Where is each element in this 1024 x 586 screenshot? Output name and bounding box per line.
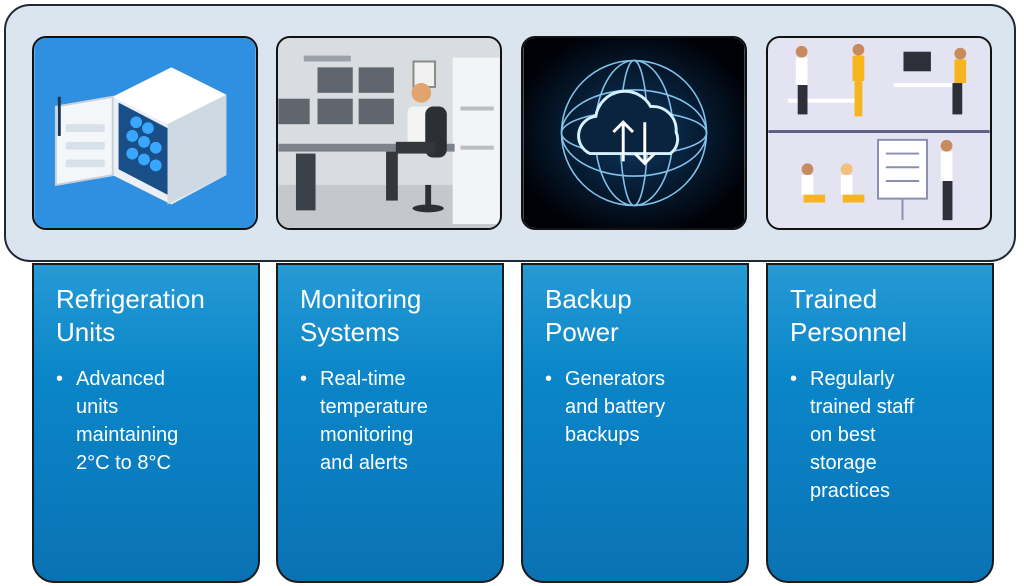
bullet-line: units [76, 396, 119, 418]
team-training-icon [768, 38, 990, 228]
bullet-line: temperature [320, 396, 428, 418]
bullet-line: Generators [565, 368, 666, 390]
card-refrigeration-units: Refrigeration Units Advanced units maint… [32, 263, 260, 583]
card-title-line: Monitoring [300, 284, 422, 314]
card-trained-personnel: Trained Personnel Regularly trained staf… [766, 263, 994, 583]
bullet-line: maintaining [76, 424, 179, 446]
bullet-item: Advanced units maintaining 2°C to 8°C [56, 365, 256, 477]
card-title: Refrigeration Units [56, 283, 256, 349]
bullet-line: Advanced [76, 368, 165, 390]
refrigerator-icon [34, 38, 256, 228]
bullet-line: and battery [565, 396, 666, 418]
card-title: Monitoring Systems [300, 283, 500, 349]
card-title-line: Trained [790, 284, 878, 314]
card-title-line: Systems [300, 317, 400, 347]
bullet-line: Regularly [810, 368, 895, 390]
bullet-item: Regularly trained staff on best storage … [790, 365, 990, 505]
bullet-item: Real-time temperature monitoring and ale… [300, 365, 500, 477]
card-title: Trained Personnel [790, 283, 990, 349]
card-title-line: Personnel [790, 317, 908, 347]
card-title-line: Backup [545, 284, 632, 314]
card-title: Backup Power [545, 283, 745, 349]
personnel-illustration [766, 36, 992, 230]
card-bullets: Advanced units maintaining 2°C to 8°C [56, 365, 256, 477]
refrigerator-illustration [32, 36, 258, 230]
bullet-item: Generators and battery backups [545, 365, 745, 449]
card-backup-power: Backup Power Generators and battery back… [521, 263, 749, 583]
bullet-line: backups [565, 424, 640, 446]
bullet-line: Real-time [320, 368, 406, 390]
card-monitoring-systems: Monitoring Systems Real-time temperature… [276, 263, 504, 583]
bullet-line: storage [810, 452, 877, 474]
card-title-line: Refrigeration [56, 284, 205, 314]
cloud-sync-icon [523, 38, 745, 228]
bullet-line: practices [810, 480, 891, 502]
backup-power-illustration [521, 36, 747, 230]
card-title-line: Power [545, 317, 619, 347]
bullet-line: trained staff [810, 396, 915, 418]
bullet-line: monitoring [320, 424, 414, 446]
monitoring-illustration [276, 36, 502, 230]
bullet-line: on best [810, 424, 876, 446]
security-monitor-icon [278, 38, 500, 228]
card-bullets: Real-time temperature monitoring and ale… [300, 365, 500, 477]
card-bullets: Generators and battery backups [545, 365, 745, 449]
bullet-line: and alerts [320, 452, 408, 474]
bullet-line: 2°C to 8°C [76, 452, 171, 474]
card-title-line: Units [56, 317, 116, 347]
card-bullets: Regularly trained staff on best storage … [790, 365, 990, 505]
